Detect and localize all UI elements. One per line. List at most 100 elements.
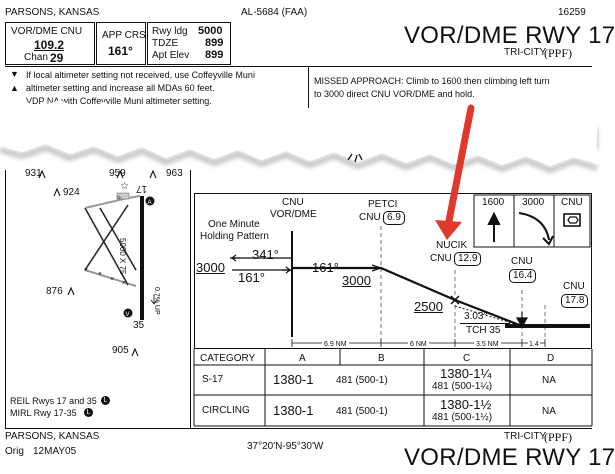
missed-approach-line-2: to 3000 direct CNU VOR/DME and hold.: [314, 89, 475, 99]
svg-text:A: A: [148, 200, 152, 206]
course-161-outbound: 161°: [238, 270, 265, 285]
chart-number: 16259: [558, 7, 586, 18]
svg-text:☆: ☆: [120, 181, 129, 192]
reil-night-icon: L: [101, 396, 110, 405]
altitude-3000-hold: 3000: [196, 260, 225, 275]
map-cnu-label: CNU: [511, 256, 533, 267]
threshold-dme: 17.8: [565, 295, 585, 306]
tdze-value: 899: [205, 37, 224, 49]
footer-coordinates: 37°20'N-95°30'W: [247, 441, 324, 452]
row-ab-mda: 1380-1: [273, 403, 314, 418]
minimums-table-grid: [193, 349, 593, 427]
note-line-2: altimeter setting and increase all MDAs …: [26, 83, 215, 93]
elevations-box: Rwy ldg 5000 TDZE 899 Apt Elev 899: [147, 22, 231, 65]
footer-orig-date: 12MAY05: [33, 446, 77, 457]
procedure-title: VOR/DME RWY 17: [404, 22, 615, 49]
nav-frequency: 109.2: [34, 38, 65, 52]
segment-distance-2: 6 NM: [408, 341, 429, 348]
holding-line-1: One Minute: [208, 219, 260, 230]
segment-distance-3: 3.5 NM: [474, 341, 501, 348]
threshold-dme-box: 17.8: [561, 294, 589, 308]
petci-label: PETCI: [368, 199, 398, 210]
holding-line-2: Holding Pattern: [200, 231, 269, 242]
apt-elev-label: Apt Elev: [152, 50, 190, 61]
runway-35-label: 35: [133, 320, 145, 331]
notes-divider: [308, 66, 309, 108]
header-cat-c: C: [463, 353, 471, 364]
sketch-left-rule: [5, 170, 6, 428]
airport-sketch-graphic: × × × × A V ☆ ✧: [38, 169, 158, 357]
svg-text:✧: ✧: [116, 194, 122, 202]
header-cat-d: D: [547, 353, 555, 364]
threshold-cnu-label: CNU: [563, 281, 585, 292]
elevation-931: 931: [25, 168, 42, 179]
svg-text:×: ×: [122, 280, 126, 287]
footer-airport: TRI-CITY: [504, 431, 547, 442]
nav-frequency-box: VOR/DME CNU 109.2 Chan 29: [5, 22, 95, 65]
row-category: CIRCLING: [202, 405, 250, 416]
missed-climb-altitude: 1600: [482, 197, 505, 208]
glide-angle: 3.03°: [464, 311, 488, 322]
segment-distance-4: 1.4: [528, 341, 540, 348]
app-crs-box: APP CRS 161°: [96, 22, 146, 65]
airport-name: TRI-CITY: [504, 47, 547, 58]
footer-airport-id: (PPF): [544, 430, 573, 444]
altitude-2500: 2500: [414, 299, 443, 314]
row-c-mda: 1380-1½: [440, 397, 492, 412]
chan-value: 29: [50, 51, 64, 65]
nucik-label: NUCIK: [436, 240, 468, 251]
elevation-924: 924: [63, 187, 80, 198]
elevation-959: 959: [109, 168, 126, 179]
svg-text:×: ×: [84, 267, 88, 274]
footer-city: PARSONS, KANSAS: [5, 431, 100, 442]
course-161-final: 161°: [312, 260, 339, 275]
map-dme: 16.4: [513, 270, 533, 281]
elevation-963: 963: [166, 168, 183, 179]
segment-distance-1: 6.9 NM: [322, 341, 349, 348]
missed-approach-line-1: MISSED APPROACH: Climb to 1600 then clim…: [314, 76, 550, 86]
row-ab-haa: 481 (500-1): [336, 375, 388, 386]
svg-text:V: V: [126, 312, 130, 318]
row-category: S-17: [202, 374, 224, 385]
city-top: PARSONS, KANSAS: [5, 7, 100, 18]
reil-note: REIL Rwys 17 and 35: [10, 396, 97, 406]
petci-cnu: CNU: [359, 212, 381, 223]
apt-elev-value: 899: [205, 49, 224, 61]
petci-dme-box: 6.9: [383, 211, 405, 225]
footer-rule: [5, 428, 592, 429]
nucik-cnu: CNU: [430, 253, 452, 264]
row-cat-d: NA: [542, 406, 556, 417]
elevation-876: 876: [46, 286, 63, 297]
sketch-right-rule: [190, 170, 191, 428]
map-dme-box: 16.4: [509, 269, 537, 283]
course-341: 341°: [252, 247, 279, 262]
takeoff-minimums-icon: ▼: [10, 69, 19, 79]
header-category: CATEGORY: [200, 353, 256, 364]
svg-text:×: ×: [110, 276, 114, 283]
tch-label: TCH 35: [466, 325, 501, 336]
rwy-ldg-value: 5000: [198, 25, 223, 37]
torn-edge-graphic: [0, 107, 598, 174]
tch-rule: [460, 323, 510, 324]
notes-top-rule: [5, 66, 592, 67]
app-crs-value: 161°: [108, 44, 133, 58]
airport-id: (PPF): [544, 46, 573, 60]
row-ab-haa: 481 (500-1): [336, 406, 388, 417]
note-line-3: VDP NA with Coffeyville Muni altimeter s…: [26, 96, 212, 106]
note-line-1: If local altimeter setting not received,…: [26, 70, 255, 80]
nav-label: VOR/DME CNU: [11, 26, 83, 37]
rwy-ldg-label: Rwy ldg: [152, 26, 188, 37]
procedure-id: AL-5684 (FAA): [241, 7, 308, 18]
row-c-mda: 1380-1¼: [440, 366, 492, 381]
cnu-label: CNU: [282, 197, 304, 208]
nucik-dme: 12.9: [458, 253, 478, 264]
svg-text:×: ×: [98, 271, 102, 278]
petci-dme: 6.9: [387, 212, 401, 223]
profile-view: [194, 193, 592, 349]
row-c-haa: 481 (500-1¼): [432, 381, 493, 392]
missed-turn-altitude: 3000: [522, 197, 545, 208]
tdze-label: TDZE: [152, 38, 179, 49]
row-ab-mda: 1380-1: [273, 372, 314, 387]
elevation-905: 905: [112, 345, 129, 356]
altitude-3000-petci: 3000: [342, 273, 371, 288]
